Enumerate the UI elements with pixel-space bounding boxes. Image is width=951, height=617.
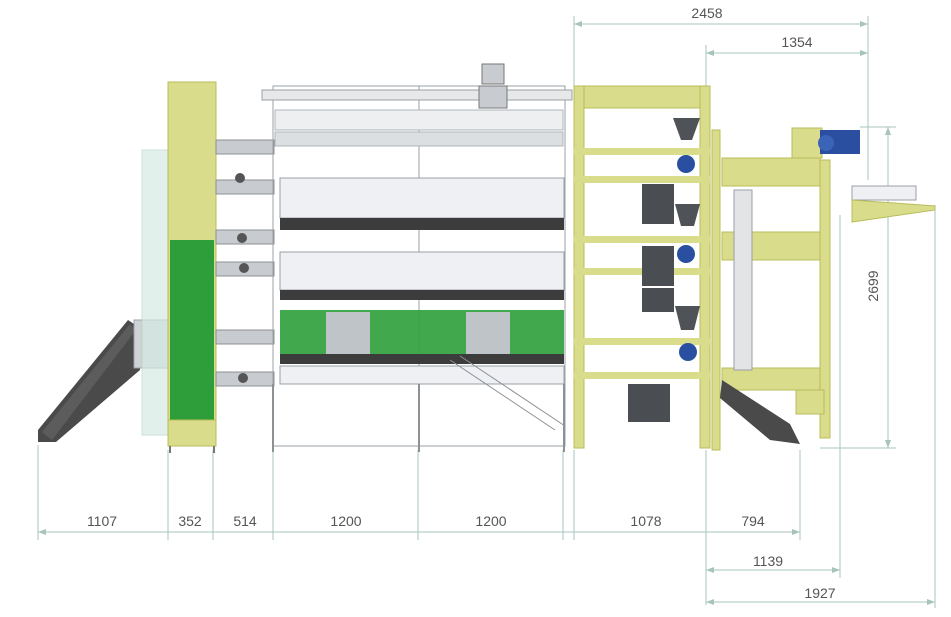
- cage-tier-2: [279, 251, 565, 300]
- dim-label-1200-b: 1200: [475, 513, 506, 529]
- right-frame: [573, 85, 711, 449]
- dimension-layer: [37, 16, 936, 608]
- top-beam: [261, 89, 573, 101]
- left-wheels: [235, 173, 249, 383]
- blue-motors: [677, 155, 697, 361]
- left-end-frame: [167, 81, 217, 453]
- top-rail: [274, 109, 564, 131]
- cage-tier-3-green: [280, 310, 564, 364]
- cage-tier-1: [279, 177, 565, 230]
- lower-return-belt: [720, 380, 800, 444]
- cage-tier-4: [279, 365, 565, 385]
- gear-motor-icon: [818, 130, 860, 154]
- dim-label-352: 352: [178, 513, 202, 529]
- gearbox-units: [628, 184, 674, 422]
- manure-belt-top: [274, 131, 564, 147]
- dim-label-1078: 1078: [630, 513, 661, 529]
- dim-label-794: 794: [741, 513, 765, 529]
- inner-ladder: [449, 355, 566, 431]
- dim-label-2458: 2458: [691, 5, 722, 21]
- green-belt-panel: [170, 240, 214, 422]
- dimension-arrows: [38, 21, 935, 605]
- right-end-module: [711, 127, 831, 451]
- corner-guard: [795, 389, 825, 415]
- left-gear-set: [215, 139, 275, 387]
- dim-label-1927: 1927: [804, 585, 835, 601]
- gear-motor-icon: [478, 63, 508, 109]
- dim-label-2699: 2699: [865, 270, 881, 301]
- feed-hopper-icon: [673, 118, 700, 330]
- safety-guard-panel: [141, 149, 171, 436]
- dim-label-514: 514: [233, 513, 257, 529]
- dim-label-1354: 1354: [781, 34, 812, 50]
- dim-label-1107: 1107: [87, 513, 117, 529]
- dim-label-1200-a: 1200: [330, 513, 361, 529]
- frame-legs: [272, 384, 565, 452]
- dim-label-1139: 1139: [753, 553, 783, 569]
- outfeed-conveyor: [851, 185, 936, 223]
